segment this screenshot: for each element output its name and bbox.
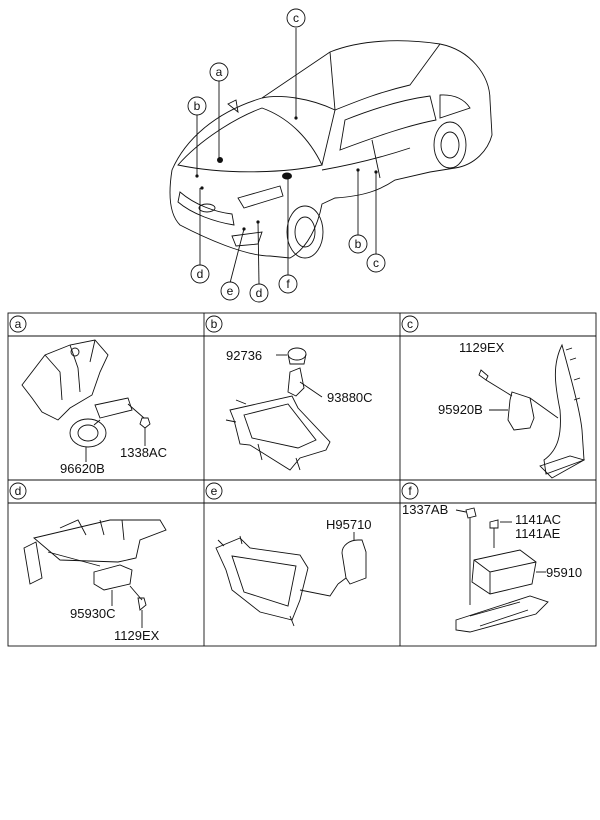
callout-e: e — [220, 281, 240, 301]
svg-text:b: b — [355, 237, 362, 251]
panel-b-drawing — [225, 347, 331, 471]
part-label-1338AC: 1338AC — [120, 445, 167, 460]
callout-d-right: d — [249, 283, 269, 303]
panel-header-a: a — [9, 315, 27, 333]
svg-text:f: f — [286, 277, 290, 291]
part-label-95920B: 95920B — [438, 402, 483, 417]
svg-text:d: d — [197, 267, 204, 281]
panel-e-drawing — [215, 532, 367, 627]
panel-grid — [7, 312, 597, 647]
svg-text:b: b — [194, 99, 201, 113]
part-label-95930C: 95930C — [70, 606, 116, 621]
svg-text:a: a — [216, 65, 223, 79]
part-label-93880C: 93880C — [327, 390, 373, 405]
svg-text:f: f — [408, 484, 412, 498]
svg-text:c: c — [293, 11, 299, 25]
callout-d-left: d — [190, 264, 210, 284]
callout-b-left: b — [187, 96, 207, 116]
part-label-95910: 95910 — [546, 565, 582, 580]
panel-c-drawing — [478, 343, 586, 479]
part-label-96620B: 96620B — [60, 461, 105, 476]
part-label-1141AC: 1141AC — [515, 512, 561, 527]
svg-text:c: c — [407, 317, 413, 331]
panel-header-e: e — [205, 482, 223, 500]
part-label-H95710: H95710 — [326, 517, 372, 532]
part-label-1337AB: 1337AB — [402, 502, 448, 517]
panel-header-d: d — [9, 482, 27, 500]
callout-c-top: c — [286, 8, 306, 28]
svg-text:d: d — [15, 484, 22, 498]
svg-text:e: e — [227, 284, 234, 298]
part-label-92736: 92736 — [226, 348, 262, 363]
callout-b-right: b — [348, 234, 368, 254]
callout-c-right: c — [366, 253, 386, 273]
panel-header-c: c — [401, 315, 419, 333]
panel-header-b: b — [205, 315, 223, 333]
car-overview: c a b b c d e d f — [169, 8, 493, 303]
callout-a: a — [209, 62, 229, 82]
panel-header-f: f — [401, 482, 419, 500]
part-label-1129EX-d: 1129EX — [114, 628, 160, 643]
panel-d-drawing — [23, 519, 167, 628]
svg-text:d: d — [256, 286, 263, 300]
part-label-1129EX-c: 1129EX — [459, 340, 505, 355]
svg-text:b: b — [211, 317, 218, 331]
part-label-1141AE: 1141AE — [515, 526, 561, 541]
panel-a-drawing — [21, 339, 151, 462]
callout-f: f — [278, 274, 298, 294]
svg-text:e: e — [211, 484, 218, 498]
svg-text:a: a — [15, 317, 22, 331]
svg-text:c: c — [373, 256, 379, 270]
panel-f-drawing — [455, 507, 549, 633]
